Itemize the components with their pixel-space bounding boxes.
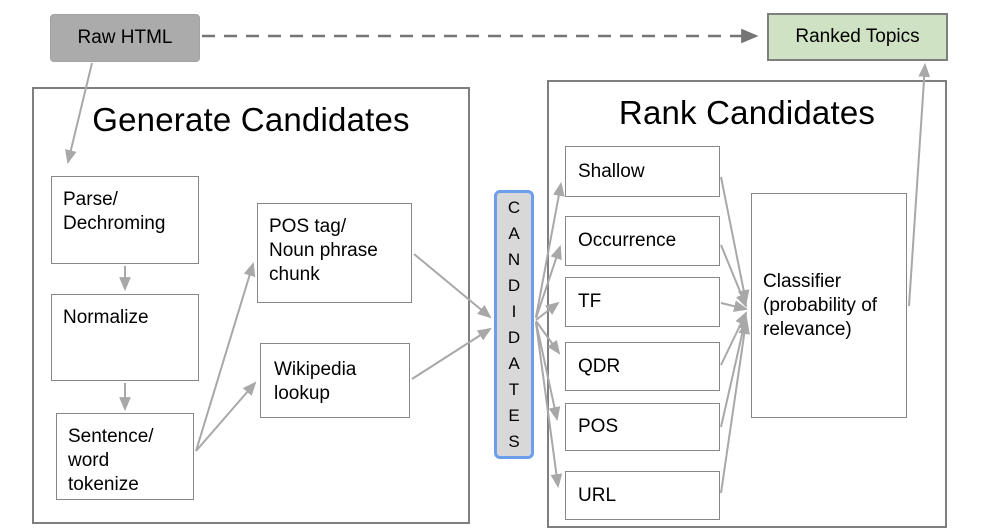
parse-dechroming-box: Parse/ Dechroming	[51, 176, 199, 264]
pos-tag-noun-phrase-chunk-box: POS tag/ Noun phrase chunk	[257, 203, 412, 303]
normalize-box: Normalize	[51, 294, 199, 381]
qdr-feature-box: QDR	[565, 342, 720, 391]
pos-feature-box: POS	[565, 403, 720, 451]
candidates-node: C A N D I D A T E S	[494, 190, 534, 459]
classifier-box: Classifier (probability of relevance)	[751, 193, 907, 418]
ranked-topics-node: Ranked Topics	[767, 13, 948, 61]
occurrence-feature-box: Occurrence	[565, 216, 720, 266]
generate-candidates-title: Generate Candidates	[92, 101, 410, 138]
url-feature-box: URL	[565, 471, 720, 520]
sentence-word-tokenize-box: Sentence/ word tokenize	[56, 413, 194, 500]
raw-html-node: Raw HTML	[50, 14, 200, 62]
wikipedia-lookup-box: Wikipedia lookup	[260, 343, 410, 418]
shallow-feature-box: Shallow	[565, 146, 720, 197]
rank-candidates-title: Rank Candidates	[618, 94, 876, 131]
tf-feature-box: TF	[565, 277, 720, 327]
